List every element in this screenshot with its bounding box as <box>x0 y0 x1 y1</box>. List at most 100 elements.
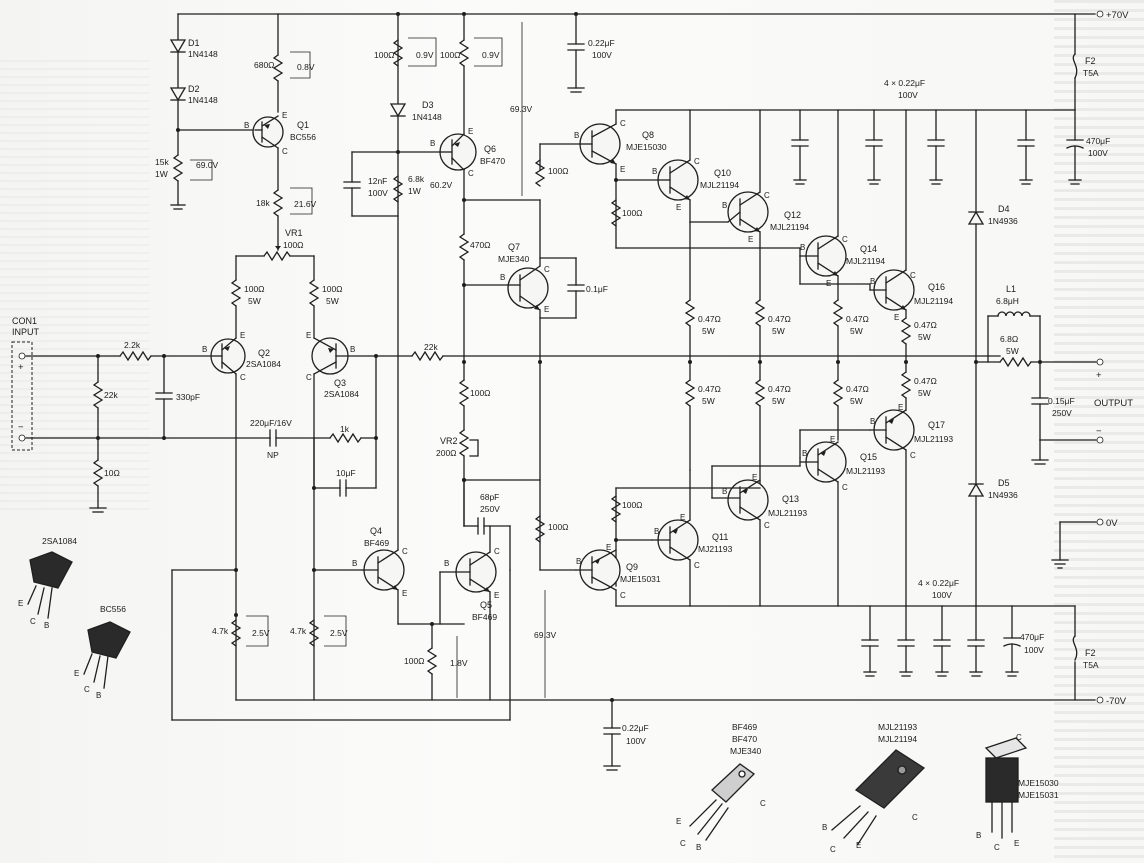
svg-text:C: C <box>680 839 686 848</box>
svg-text:1W: 1W <box>408 186 421 196</box>
package-to92-2sa1084: 2SA1084 E C B <box>18 536 77 630</box>
svg-text:F2: F2 <box>1085 648 1096 658</box>
svg-text:Q14: Q14 <box>860 244 877 254</box>
svg-text:5W: 5W <box>248 296 261 306</box>
fuse-f2-top: F2 T5A <box>1072 53 1099 79</box>
svg-text:MJE340: MJE340 <box>498 254 529 264</box>
transistor-q9: B E C Q9 MJE15031 <box>575 543 661 607</box>
resistor-6r8: 6.8Ω 5W <box>999 334 1032 368</box>
svg-text:B: B <box>976 831 981 840</box>
transistor-q16: B C E Q16 MJL21194 <box>869 109 953 322</box>
transistor-q10: B C E Q10 MJL21194 <box>652 109 739 301</box>
svg-text:100V: 100V <box>1088 148 1108 158</box>
svg-text:6.8k: 6.8k <box>408 174 425 184</box>
svg-text:B: B <box>652 167 657 176</box>
svg-text:10μF: 10μF <box>336 468 356 478</box>
svg-text:C: C <box>764 191 770 200</box>
svg-text:Q16: Q16 <box>928 282 945 292</box>
svg-text:BC556: BC556 <box>290 132 316 142</box>
input-connector[interactable]: CON1 INPUT + − <box>11 316 40 451</box>
output-terminal[interactable]: + OUTPUT − <box>1094 370 1133 437</box>
svg-text:E: E <box>1014 839 1019 848</box>
svg-text:E: E <box>898 403 903 412</box>
package-to92-bc556: BC556 E C B <box>74 604 131 700</box>
svg-text:69.3V: 69.3V <box>510 104 533 114</box>
svg-text:C: C <box>30 617 36 626</box>
svg-text:0.47Ω: 0.47Ω <box>914 320 937 330</box>
svg-text:B: B <box>444 559 449 568</box>
transistor-q2: B E C Q2 2SA1084 <box>202 331 281 701</box>
svg-text:B: B <box>654 527 659 536</box>
transistor-q12: B C E Q12 MJL21194 <box>722 109 809 301</box>
svg-text:MJL21194: MJL21194 <box>878 734 917 744</box>
svg-text:MJL21193: MJL21193 <box>878 722 917 732</box>
svg-text:MJE340: MJE340 <box>730 746 761 756</box>
output-label: OUTPUT <box>1094 398 1133 409</box>
transistor-q14: B C E Q14 MJL21194 <box>799 109 885 301</box>
svg-text:0.22μF: 0.22μF <box>622 723 649 733</box>
resistor-100-q3top: 100Ω 0.9V <box>374 12 437 67</box>
svg-text:E: E <box>468 127 473 136</box>
transistor-q8: B C E Q8 MJE15030 <box>574 109 667 174</box>
capacitor-330pF: 330pF <box>155 354 200 440</box>
cap-bank-top-label: 4 × 0.22μF <box>884 78 925 88</box>
svg-text:0.1μF: 0.1μF <box>586 284 608 294</box>
cap-bank-bottom-label: 4 × 0.22μF <box>918 578 959 588</box>
svg-text:BF469: BF469 <box>364 538 389 548</box>
svg-text:10Ω: 10Ω <box>104 468 120 478</box>
svg-text:MJE15030: MJE15030 <box>626 142 667 152</box>
svg-text:MJ21193: MJ21193 <box>698 544 733 554</box>
svg-text:C: C <box>620 591 626 600</box>
svg-text:E: E <box>18 599 23 608</box>
transistor-q11: B E C Q11 MJ21193 <box>651 513 733 607</box>
svg-text:1N4148: 1N4148 <box>188 95 218 105</box>
diode-d4: D4 1N4936 <box>967 204 1018 226</box>
svg-text:E: E <box>676 203 681 212</box>
svg-text:Q5: Q5 <box>480 600 492 610</box>
svg-text:5W: 5W <box>702 396 715 406</box>
svg-text:0.9V: 0.9V <box>416 50 434 60</box>
svg-text:F2: F2 <box>1085 56 1096 66</box>
ground-label: 0V <box>1106 518 1118 529</box>
svg-text:100Ω: 100Ω <box>244 284 265 294</box>
svg-text:MJE15030: MJE15030 <box>1018 778 1059 788</box>
svg-text:E: E <box>748 235 753 244</box>
svg-text:C: C <box>306 373 312 382</box>
resistor-100-q9: 100Ω <box>534 515 569 543</box>
svg-text:0.47Ω: 0.47Ω <box>846 384 869 394</box>
svg-text:MJE15031: MJE15031 <box>620 574 661 584</box>
capacitor-12nF: 12nF 100V <box>343 151 399 217</box>
trimmer-vr1[interactable]: VR1 100Ω <box>235 228 315 262</box>
svg-text:220μF/16V: 220μF/16V <box>250 418 292 428</box>
svg-text:C: C <box>694 561 700 570</box>
resistor-4k7-right: 4.7k 2.5V <box>290 568 348 647</box>
svg-text:4.7k: 4.7k <box>290 626 307 636</box>
svg-text:5W: 5W <box>1006 346 1019 356</box>
svg-text:VR2: VR2 <box>440 436 458 446</box>
svg-text:C: C <box>694 157 700 166</box>
svg-text:100Ω: 100Ω <box>374 50 395 60</box>
svg-text:C: C <box>994 843 1000 852</box>
trimmer-vr2[interactable]: VR2 200Ω <box>436 429 479 527</box>
capacitor-220uF-np: 220μF/16V NP <box>250 418 331 460</box>
svg-text:Q2: Q2 <box>258 348 270 358</box>
svg-text:E: E <box>74 669 79 678</box>
svg-text:MJL21194: MJL21194 <box>846 256 885 266</box>
svg-text:1N4148: 1N4148 <box>188 49 218 59</box>
svg-text:C: C <box>764 521 770 530</box>
svg-text:B: B <box>870 417 875 426</box>
svg-text:5W: 5W <box>918 388 931 398</box>
svg-text:0.47Ω: 0.47Ω <box>768 314 791 324</box>
svg-text:Q7: Q7 <box>508 242 520 252</box>
svg-text:5W: 5W <box>772 396 785 406</box>
svg-text:B: B <box>202 345 207 354</box>
svg-text:0.15μF: 0.15μF <box>1048 396 1075 406</box>
svg-text:1N4148: 1N4148 <box>412 112 442 122</box>
svg-text:100V: 100V <box>898 90 918 100</box>
svg-text:100Ω: 100Ω <box>440 50 461 60</box>
svg-text:Q10: Q10 <box>714 168 731 178</box>
svg-text:60.2V: 60.2V <box>430 180 453 190</box>
resistor-100-q8: 100Ω <box>534 159 569 187</box>
svg-text:68pF: 68pF <box>480 492 499 502</box>
